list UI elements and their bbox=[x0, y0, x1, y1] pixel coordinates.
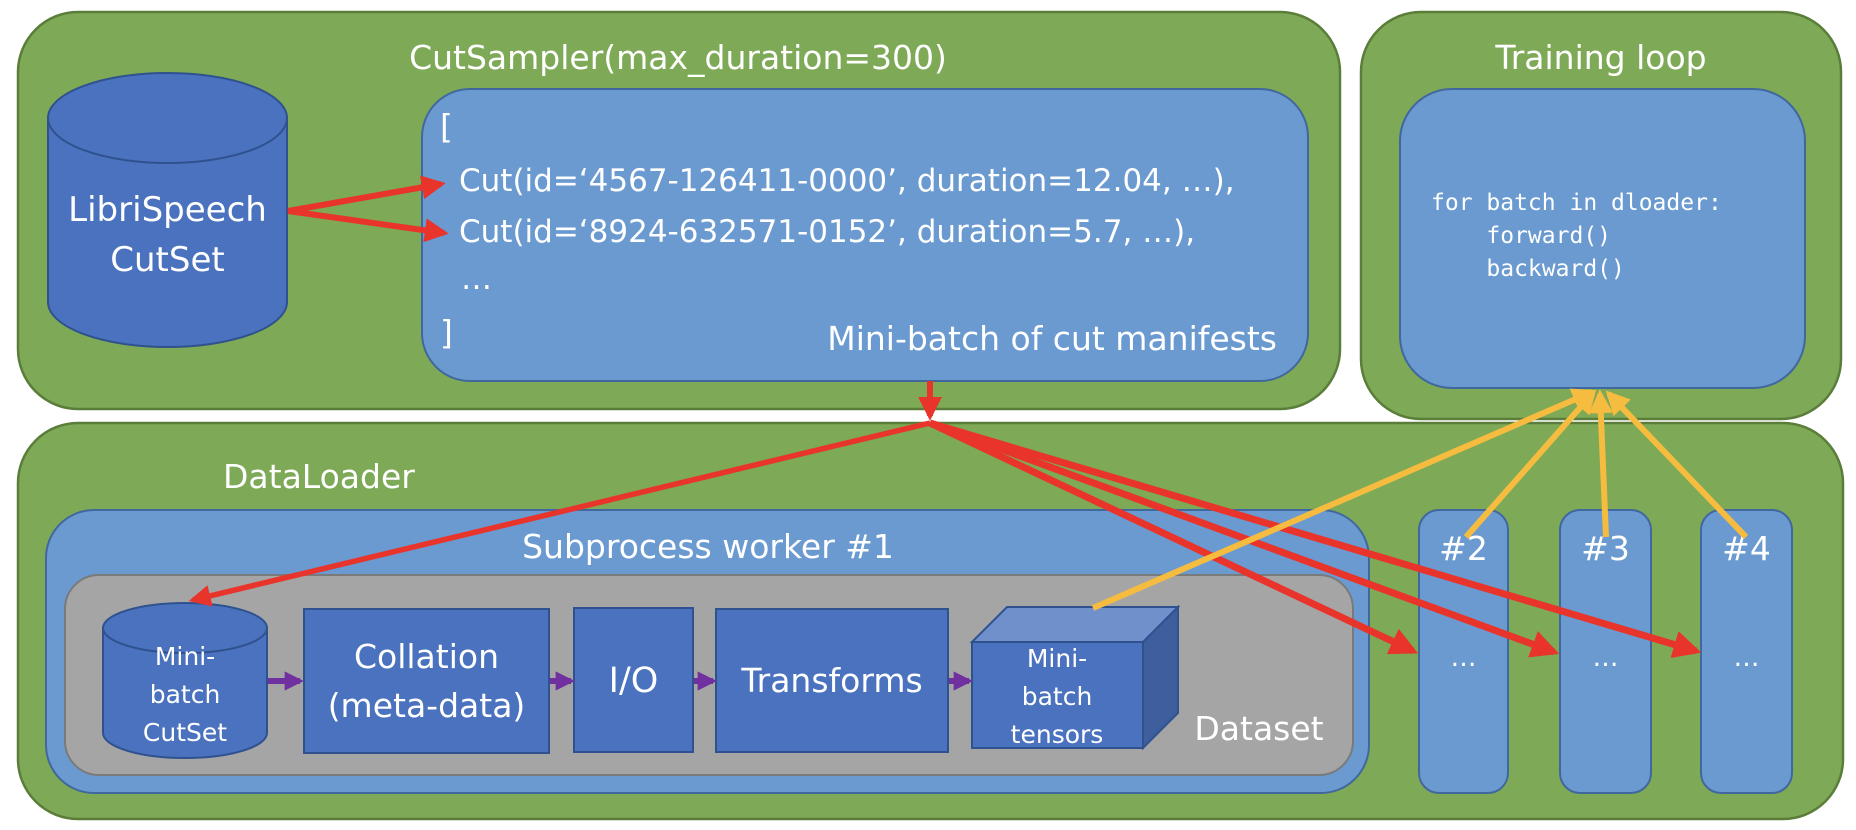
worker-3-content: … bbox=[1593, 643, 1619, 673]
batch-return-arrows bbox=[1091, 388, 1749, 611]
manifest-box bbox=[421, 88, 1309, 382]
mini-cylinder-body bbox=[102, 628, 268, 759]
code-line-forward: forward() bbox=[1431, 223, 1611, 249]
collation-sublabel: (meta-data) bbox=[328, 686, 526, 725]
cut-sampler-container: CutSampler(max_duration=300) LibriSpeech… bbox=[16, 10, 1342, 411]
tensors-line-2: batch bbox=[1022, 682, 1093, 711]
dataset-panel: Dataset Mini- batch CutSet Collation (me… bbox=[64, 574, 1354, 776]
manifest-caption: Mini-batch of cut manifests bbox=[827, 319, 1277, 358]
worker-1-title: Subprocess worker #1 bbox=[522, 527, 894, 566]
worker-4: #4 … bbox=[1700, 509, 1793, 794]
subprocess-worker-1: Subprocess worker #1 Dataset Mini- batch… bbox=[45, 509, 1370, 794]
cutset-label: CutSet bbox=[110, 240, 224, 280]
worker-2-box bbox=[1418, 509, 1509, 794]
minibatch-tensors-cube: Mini- batch tensors bbox=[969, 604, 1181, 751]
batch-distribution-arrows bbox=[188, 381, 1702, 659]
minibatch-cutset-cylinder: Mini- batch CutSet bbox=[102, 602, 268, 759]
return-arrow-worker-2 bbox=[1463, 389, 1597, 539]
io-label: I/O bbox=[609, 661, 659, 701]
cut-item-1: Cut(id=‘4567-126411-0000’, duration=12.0… bbox=[459, 163, 1235, 199]
io-box bbox=[573, 607, 694, 753]
worker-4-content: … bbox=[1734, 643, 1760, 673]
cut-list-ellipsis: … bbox=[461, 261, 492, 297]
io-stage: I/O bbox=[573, 607, 694, 753]
code-line-for: for batch in dloader: bbox=[1431, 190, 1722, 216]
cut-item-2: Cut(id=‘8924-632571-0152’, duration=5.7,… bbox=[459, 214, 1195, 250]
training-loop-title: Training loop bbox=[1494, 38, 1706, 77]
dataloader-container: DataLoader Subprocess worker #1 Dataset … bbox=[16, 421, 1845, 821]
code-line-backward: backward() bbox=[1431, 256, 1625, 282]
dispatch-arrow-worker-2 bbox=[928, 419, 1419, 655]
manifest-panel: [ Cut(id=‘4567-126411-0000’, duration=12… bbox=[421, 88, 1309, 382]
worker-2-label: #2 bbox=[1439, 529, 1488, 568]
transforms-label: Transforms bbox=[740, 661, 922, 700]
cylinder-top bbox=[47, 72, 288, 164]
dispatch-arrow-worker-4 bbox=[929, 419, 1702, 659]
tensors-line-1: Mini- bbox=[1027, 644, 1087, 673]
tensors-line-3: tensors bbox=[1011, 720, 1104, 749]
close-bracket: ] bbox=[440, 313, 453, 352]
librispeech-cutset-cylinder: LibriSpeech CutSet bbox=[47, 72, 288, 348]
training-code-box bbox=[1399, 88, 1806, 389]
cube-front-face bbox=[971, 641, 1144, 749]
collation-label: Collation bbox=[354, 637, 499, 676]
return-arrow-worker-4 bbox=[1605, 390, 1749, 540]
worker-2-content: … bbox=[1451, 643, 1477, 673]
dispatch-arrow-worker-3 bbox=[928, 419, 1560, 658]
worker-3: #3 … bbox=[1559, 509, 1652, 794]
open-bracket: [ bbox=[440, 107, 453, 146]
dataloader-title: DataLoader bbox=[223, 457, 415, 496]
mini-cutset-line-2: batch bbox=[150, 680, 221, 709]
return-arrow-worker-3 bbox=[1588, 389, 1613, 538]
mini-cutset-line-3: CutSet bbox=[143, 718, 227, 747]
training-loop-container: Training loop for batch in dloader: forw… bbox=[1359, 10, 1843, 421]
sample-arrow-cut-1 bbox=[287, 175, 446, 214]
dataset-label: Dataset bbox=[1194, 709, 1323, 748]
transforms-stage: Transforms bbox=[715, 608, 949, 753]
collation-stage: Collation (meta-data) bbox=[303, 608, 550, 754]
return-arrow-worker-1 bbox=[1091, 388, 1597, 611]
dispatch-arrow-worker-1 bbox=[188, 420, 931, 607]
cut-sampler-title: CutSampler(max_duration=300) bbox=[409, 38, 947, 77]
mini-cutset-line-1: Mini- bbox=[155, 642, 215, 671]
collation-box bbox=[303, 608, 550, 754]
sample-arrow-cut-2 bbox=[287, 208, 449, 243]
worker-2: #2 … bbox=[1418, 509, 1509, 794]
cylinder-body bbox=[47, 118, 288, 348]
mini-cylinder-top bbox=[102, 602, 268, 654]
librispeech-label: LibriSpeech bbox=[68, 190, 267, 230]
